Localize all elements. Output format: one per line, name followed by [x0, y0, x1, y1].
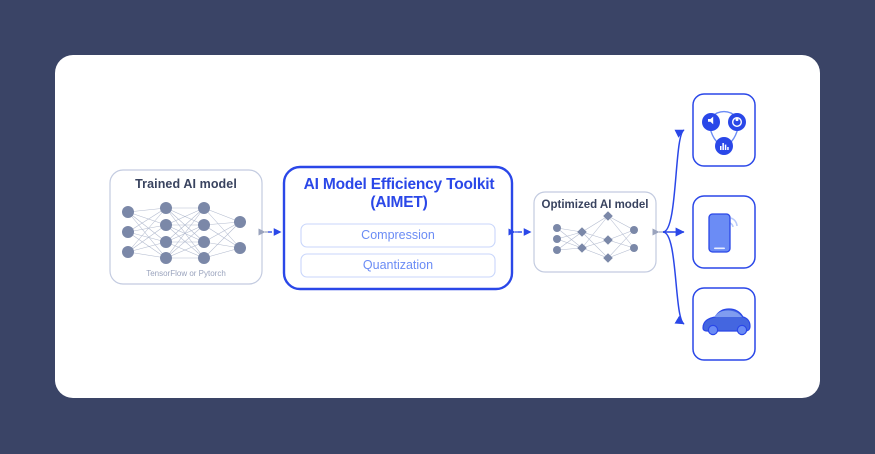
optimized-model-box[interactable]: [533, 191, 657, 273]
aimet-title-line1: AI Model Efficiency Toolkit: [303, 176, 495, 193]
optimized-model-network: [556, 215, 635, 259]
connector-fanout: [652, 129, 685, 325]
car-icon: [702, 308, 751, 336]
mobile-device-card[interactable]: [692, 195, 756, 269]
smart-speaker-icon: [702, 110, 746, 155]
connector-to-iot: [662, 129, 685, 233]
trained-model-caption: TensorFlow or Pytorch: [146, 269, 226, 278]
smartphone-icon: [708, 213, 738, 253]
compression-label[interactable]: Compression: [361, 228, 435, 242]
automotive-device-card[interactable]: [692, 287, 756, 361]
compression-chip[interactable]: [300, 223, 496, 248]
iot-device-card[interactable]: [692, 93, 756, 167]
quantization-chip[interactable]: [300, 253, 496, 278]
optimized-model-title: Optimized AI model: [541, 199, 649, 211]
connector-to-automotive: [662, 231, 685, 325]
optimized-model-nodes: [553, 211, 638, 263]
aimet-title-line2: (AIMET): [370, 194, 428, 212]
trained-model-title: Trained AI model: [135, 177, 237, 191]
aimet-box[interactable]: [282, 165, 514, 291]
aimet-title: AI Model Efficiency Toolkit (AIMET): [286, 176, 512, 213]
trained-model-frame: [109, 169, 263, 285]
quantization-label[interactable]: Quantization: [362, 258, 434, 272]
trained-model-nodes: [122, 202, 246, 264]
trained-model-network: [127, 207, 241, 259]
iot-device-frame: [692, 93, 756, 167]
trained-model-box[interactable]: [109, 169, 263, 285]
